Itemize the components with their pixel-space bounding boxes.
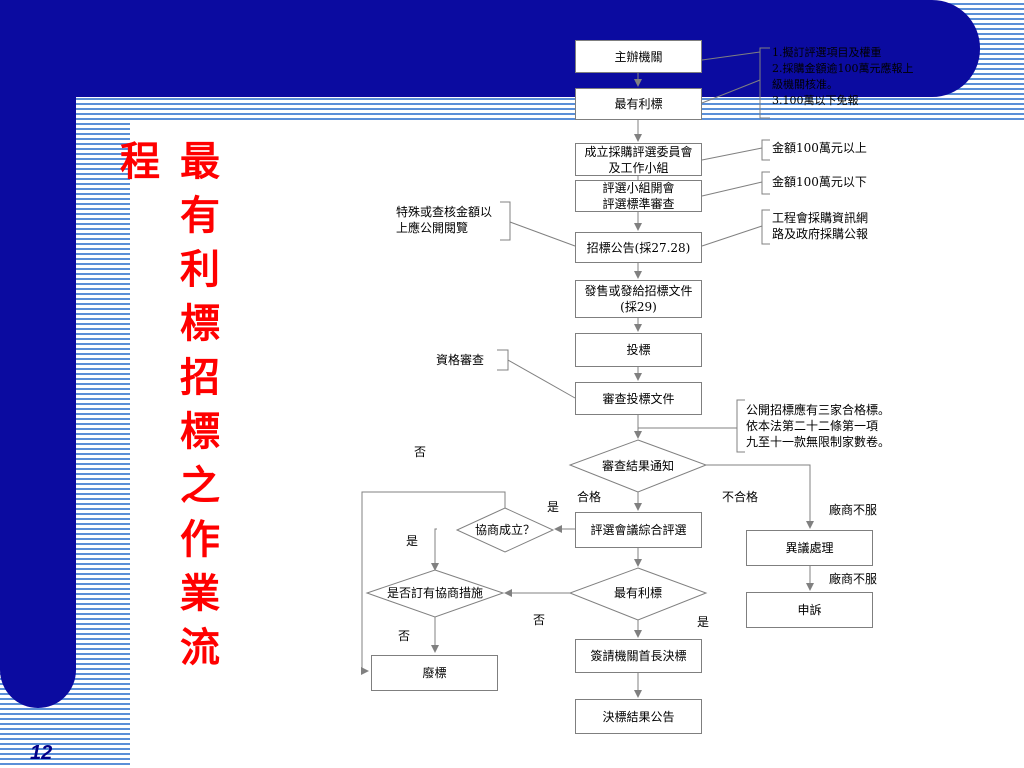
note-top-right: 1.擬訂評選項目及權重 2.採購金額逾100萬元應報上 級機關核准。 3.100… — [772, 46, 914, 107]
negotiation-measures-diamond — [365, 569, 505, 618]
label-no-2: 否 — [533, 613, 546, 627]
label-vendor-disagree-2: 廠商不服 — [829, 572, 878, 586]
node-issue-documents: 發售或發給招標文件 (採29) — [575, 280, 702, 318]
negotiation-success-label: 協商成立？ — [474, 523, 535, 537]
node-host-agency: 主辦機關 — [575, 40, 702, 73]
header-band — [0, 0, 980, 97]
node-appeal: 申訴 — [746, 592, 873, 628]
left-sidebar-bar — [0, 0, 76, 708]
slide-title: 最有利標招標之作業流程 — [113, 140, 220, 680]
review-result-diamond — [568, 439, 708, 493]
negotiation-measures-label: 是否訂有協商措施 — [386, 586, 483, 600]
node-request-award: 簽請機關首長決標 — [575, 639, 702, 673]
note-amount-below: 金額100萬元以下 — [772, 175, 867, 189]
page-number: 12 — [30, 742, 53, 764]
node-objection: 異議處理 — [746, 530, 873, 566]
label-no-3: 否 — [398, 629, 411, 643]
label-vendor-disagree-1: 廠商不服 — [829, 503, 878, 517]
note-qualification: 資格審查 — [436, 353, 485, 367]
node-form-committee: 成立採購評選委員會 及工作小組 — [575, 143, 702, 176]
most-advantageous-label: 最有利標 — [613, 586, 662, 600]
most-advantageous-diamond — [568, 567, 708, 621]
label-pass: 合格 — [577, 490, 602, 504]
note-amount-above: 金額100萬元以上 — [772, 141, 867, 155]
node-most-advantageous: 最有利標 — [575, 88, 702, 120]
node-cancel-tender: 廢標 — [371, 655, 498, 691]
node-panel-meeting: 評選小組開會 評選標準審查 — [575, 180, 702, 212]
label-no-top: 否 — [414, 445, 427, 459]
label-yes-3: 是 — [697, 615, 710, 629]
note-public-bid: 公開招標應有三家合格標。 依本法第二十二條第一項 九至十一款無限制家數卷。 — [746, 403, 891, 449]
node-review-bid-docs: 審查投標文件 — [575, 382, 702, 415]
node-comprehensive-evaluation: 評選會議綜合評選 — [575, 512, 702, 548]
review-result-label: 審查結果通知 — [601, 459, 674, 473]
label-yes-2: 是 — [406, 534, 419, 548]
note-publish: 工程會採購資訊網 路及政府採購公報 — [772, 211, 869, 241]
label-fail: 不合格 — [722, 490, 759, 504]
label-yes-1: 是 — [547, 500, 560, 514]
note-special: 特殊或查核金額以 上應公開閱覽 — [396, 205, 493, 235]
node-award-announcement: 決標結果公告 — [575, 699, 702, 734]
negotiation-success-diamond — [455, 507, 555, 553]
node-bidding: 投標 — [575, 333, 702, 367]
node-tender-notice: 招標公告(採27.28) — [575, 232, 702, 263]
